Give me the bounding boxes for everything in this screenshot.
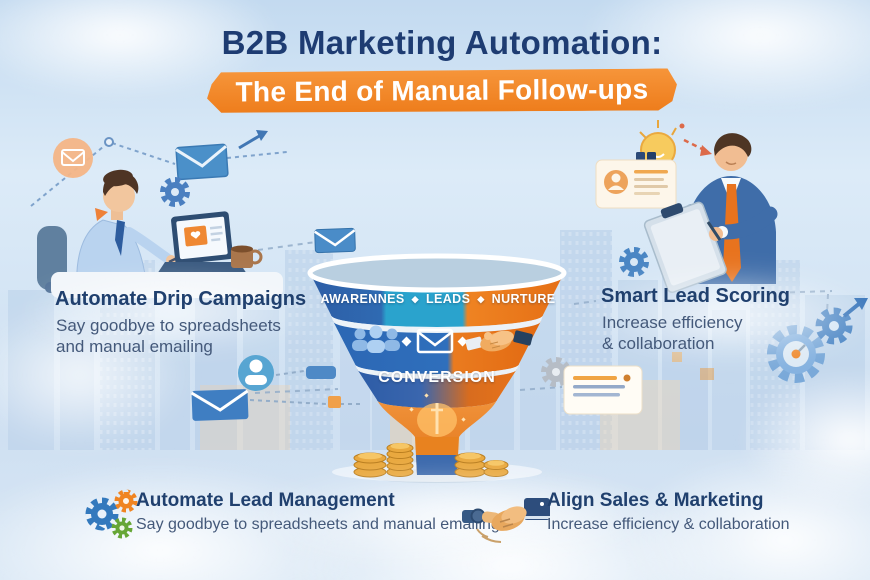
spark-arrow-icon bbox=[679, 123, 712, 156]
header: B2B Marketing Automation: The End of Man… bbox=[60, 24, 824, 112]
gear-icon bbox=[767, 325, 825, 383]
gear-icon bbox=[85, 497, 119, 531]
drip-campaigns-subtitle: Say goodbye to spreadsheets bbox=[56, 316, 281, 335]
lead-scoring-subtitle: & collaboration bbox=[602, 334, 715, 353]
stage-leads-label: LEADS bbox=[425, 292, 471, 306]
network-line bbox=[30, 140, 176, 207]
subtitle-banner: The End of Manual Follow-ups bbox=[207, 68, 677, 113]
diamond-separator: ◆ bbox=[411, 293, 419, 304]
drip-campaigns-title: Automate Drip Campaigns bbox=[55, 288, 307, 310]
marketing-funnel bbox=[307, 253, 567, 483]
node-icon bbox=[104, 137, 114, 147]
laptop-icon bbox=[157, 211, 247, 274]
note-card-icon bbox=[541, 357, 643, 415]
gear-icon bbox=[111, 517, 133, 539]
funnel-separator bbox=[331, 315, 543, 333]
orange-blob bbox=[95, 208, 108, 221]
envelope-icon bbox=[314, 227, 356, 254]
people-group-icon bbox=[352, 325, 400, 353]
gear-icon bbox=[114, 489, 138, 513]
stage-nurture-label: NURTURE bbox=[491, 292, 556, 306]
funnel-separator bbox=[355, 364, 519, 379]
envelope-icon bbox=[175, 143, 229, 181]
gear-icon bbox=[619, 247, 649, 277]
funnel-band-awareness bbox=[310, 273, 564, 327]
tie bbox=[115, 220, 125, 256]
arrow-icon bbox=[842, 298, 868, 318]
handshake-icon bbox=[462, 498, 550, 543]
sales-alignment-title: Align Sales & Marketing bbox=[547, 490, 764, 511]
lead-scoring-title: Smart Lead Scoring bbox=[601, 285, 790, 307]
stage-conversion-label: CONVERSION bbox=[378, 369, 496, 386]
growth-arrow-icon bbox=[238, 130, 268, 150]
diamond-separator: ◆ bbox=[477, 293, 485, 304]
illustration-man-with-clipboard bbox=[595, 120, 778, 294]
gear-icon bbox=[160, 177, 190, 207]
lead-management-title: Automate Lead Management bbox=[136, 490, 395, 511]
coffee-mug-icon bbox=[231, 245, 263, 268]
funnel-stem-base bbox=[416, 455, 458, 475]
arm bbox=[124, 227, 172, 263]
stage-awareness-label: AWARENNES bbox=[320, 292, 405, 306]
gears-right bbox=[767, 298, 868, 383]
pen-icon bbox=[706, 221, 722, 241]
funnel-band-conversion bbox=[357, 369, 517, 408]
lead-scoring-subtitle: Increase efficiency bbox=[602, 313, 743, 332]
subtitle-text: The End of Manual Follow-ups bbox=[235, 73, 649, 108]
hand-with-pen bbox=[706, 206, 778, 241]
handshake-icon bbox=[465, 330, 533, 352]
orange-square bbox=[328, 396, 341, 408]
heart-icon bbox=[190, 231, 201, 239]
page-title: B2B Marketing Automation: bbox=[221, 24, 663, 61]
funnel-stage-labels: AWARENNES ◆ LEADS ◆ NURTURE bbox=[320, 292, 556, 306]
envelope-icon bbox=[416, 328, 454, 354]
illustration-man-at-laptop bbox=[30, 130, 288, 298]
network-line bbox=[226, 151, 288, 159]
profile-card-icon bbox=[595, 152, 677, 209]
drip-campaigns-subtitle: and manual emailing bbox=[56, 337, 213, 356]
envelope-icon bbox=[190, 389, 249, 421]
lead-management-subtitle: Say goodbye to spreadsheets and manual e… bbox=[136, 516, 500, 533]
avatar-icon bbox=[238, 355, 274, 391]
floating-icons-left bbox=[190, 355, 363, 421]
sales-alignment-subtitle: Increase efficiency & collaboration bbox=[547, 516, 790, 533]
label-pill bbox=[306, 366, 336, 379]
funnel-rim bbox=[307, 253, 567, 293]
envelope-badge-icon bbox=[53, 138, 93, 178]
